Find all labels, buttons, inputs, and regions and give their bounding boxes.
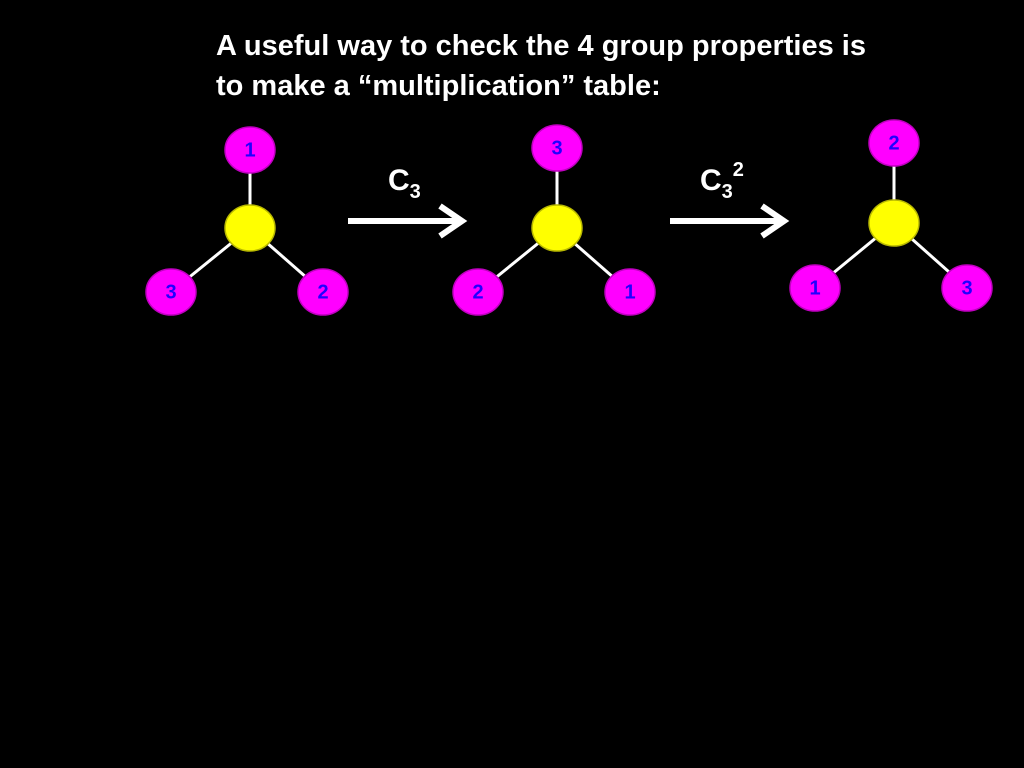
ligand-bottom-right — [604, 268, 656, 316]
ligand-bottom-left-label: 3 — [165, 281, 176, 303]
center-atom — [531, 204, 583, 252]
ligand-bottom-left — [789, 264, 841, 312]
ligand-bottom-left-label: 1 — [809, 277, 820, 299]
ligand-bottom-right — [941, 264, 993, 312]
operation-subscript: 3 — [410, 181, 421, 203]
heading-line-2: to make a “multiplication” table: — [216, 70, 661, 102]
ligand-top-label: 3 — [551, 137, 562, 159]
ligand-top-label: 2 — [888, 132, 899, 154]
ligand-bottom-left-label: 2 — [472, 281, 483, 303]
operation-subscript: 3 — [722, 181, 733, 203]
ligand-bottom-right-label: 2 — [317, 281, 328, 303]
heading-line-1: A useful way to check the 4 group proper… — [216, 30, 866, 62]
operation-label-2: C32 — [700, 159, 744, 203]
operation-arrow-1: C3 — [348, 164, 468, 239]
ligand-top-label: 1 — [244, 139, 255, 161]
ligand-top — [224, 126, 276, 174]
operation-arrow-2: C32 — [670, 159, 790, 239]
ligand-top — [531, 124, 583, 172]
ligand-bottom-left — [145, 268, 197, 316]
slide-heading: A useful way to check the 4 group proper… — [216, 26, 1006, 106]
operation-label-1: C3 — [388, 164, 421, 203]
center-atom — [868, 199, 920, 247]
ligand-bottom-left — [452, 268, 504, 316]
operation-superscript: 2 — [733, 159, 744, 181]
molecule-3: 2 1 3 — [789, 119, 993, 312]
ligand-bottom-right — [297, 268, 349, 316]
operation-symbol: C — [700, 164, 722, 197]
arrow-head-icon — [760, 203, 790, 239]
ligand-top — [868, 119, 920, 167]
molecule-2: 3 2 1 — [452, 124, 656, 316]
arrow-head-icon — [438, 203, 468, 239]
ligand-bottom-right-label: 1 — [624, 281, 635, 303]
operation-symbol: C — [388, 164, 410, 197]
molecule-1: 1 3 2 — [145, 126, 349, 316]
center-atom — [224, 204, 276, 252]
ligand-bottom-right-label: 3 — [961, 277, 972, 299]
